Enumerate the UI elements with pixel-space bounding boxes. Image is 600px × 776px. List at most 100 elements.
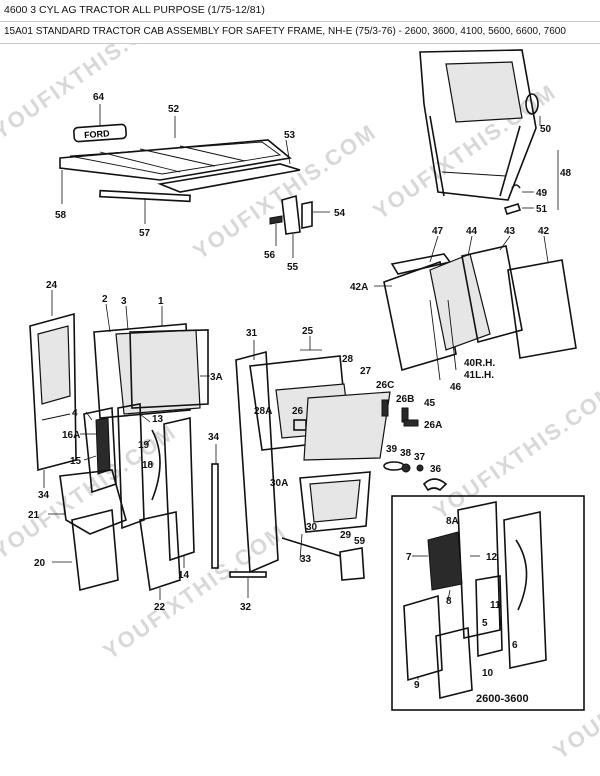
hinge-plate (301, 201, 313, 229)
window-frame-47 (383, 260, 457, 372)
inset-panel-6 (503, 511, 547, 669)
callout-20: 20 (34, 558, 46, 569)
pin-26c (381, 399, 389, 417)
corner-panel-14 (163, 417, 195, 562)
callout-50: 50 (540, 124, 552, 135)
callout-19: 19 (138, 440, 150, 451)
roof-panel-top (69, 141, 282, 175)
hinge-bolt (269, 215, 283, 225)
ford-badge-text: FORD (84, 128, 111, 140)
watermark: YOUFIXTHIS.COM (549, 619, 600, 764)
hinge-parts (269, 194, 330, 258)
callout-48: 48 (560, 168, 572, 179)
callout-11: 11 (490, 600, 501, 611)
callout-9: 9 (414, 680, 420, 691)
callout-14: 14 (178, 570, 190, 581)
bolt-37 (416, 464, 424, 472)
washer-39 (383, 461, 405, 471)
callout-26b: 26B (396, 394, 414, 405)
callout-64: 64 (93, 92, 105, 103)
callout-2: 2 (102, 294, 108, 305)
hinge-bracket (281, 194, 301, 235)
callout-54: 54 (334, 208, 346, 219)
callout-12: 12 (486, 552, 498, 563)
callout-57: 57 (139, 228, 151, 239)
callout-41lh: 41L.H. (464, 370, 494, 381)
callout-22: 22 (154, 602, 166, 613)
inset-panel-5 (475, 575, 503, 658)
callout-55: 55 (287, 262, 299, 273)
window-glass-44 (429, 253, 491, 351)
callout-36: 36 (430, 464, 442, 475)
roof-assembly: FORD (59, 104, 301, 224)
callout-34-center: 34 (208, 432, 220, 443)
left-door-24 (29, 312, 77, 472)
panel-seal-19 (151, 429, 161, 501)
callout-51: 51 (536, 204, 548, 215)
inset-frame (391, 495, 585, 711)
handle-36 (422, 478, 448, 492)
callout-42: 42 (538, 226, 550, 237)
callout-6: 6 (512, 640, 518, 651)
callout-47: 47 (432, 226, 444, 237)
callout-31: 31 (246, 328, 258, 339)
rear-window-outer (419, 49, 537, 201)
callout-30a: 30A (270, 478, 288, 489)
callout-24: 24 (46, 280, 58, 291)
windshield-glass-3 (115, 329, 201, 415)
callout-18: 18 (142, 460, 154, 471)
callout-52: 52 (168, 104, 180, 115)
ford-badge (73, 123, 127, 143)
heater-unit-15 (95, 417, 111, 475)
watermark: YOUFIXTHIS.COM (99, 519, 291, 664)
callout-4: 4 (72, 408, 78, 419)
window-frame-43 (461, 245, 523, 344)
callout-16a: 16A (62, 430, 80, 441)
door-strip-34 (211, 463, 219, 569)
callout-8a: 8A (446, 516, 459, 527)
page-subtitle: 15A01 STANDARD TRACTOR CAB ASSEMBLY FOR … (0, 22, 600, 44)
callout-3a: 3A (210, 372, 223, 383)
window-seal-42 (507, 259, 577, 359)
window-rod-45 (429, 299, 441, 381)
inset-panel-8a (457, 501, 501, 639)
floor-panel-20 (71, 508, 119, 592)
callout-45: 45 (424, 398, 436, 409)
rear-pad (503, 203, 522, 215)
callout-26: 26 (292, 406, 304, 417)
roof-liner (157, 163, 301, 193)
callout-5: 5 (482, 618, 488, 629)
callout-42a: 42A (350, 282, 368, 293)
callout-28: 28 (342, 354, 354, 365)
door-handle-59 (339, 547, 365, 581)
callout-15: 15 (70, 456, 82, 467)
callout-27: 27 (360, 366, 372, 377)
inset-seal-12 (515, 539, 528, 611)
windshield-frame-2 (93, 323, 191, 419)
callout-33: 33 (300, 554, 312, 565)
callout-53: 53 (284, 130, 296, 141)
rear-window-frame (419, 49, 559, 215)
inset-heater-7 (427, 531, 463, 591)
pin-26a (403, 419, 419, 427)
callout-56: 56 (264, 250, 276, 261)
roof-panel (59, 139, 292, 181)
inset-panel-9 (403, 594, 443, 682)
door-strip-32 (229, 571, 267, 578)
callout-26c: 26C (376, 380, 394, 391)
lower-window-glass (309, 479, 361, 523)
floor-cover-21 (59, 469, 127, 535)
center-door-assembly (211, 336, 391, 598)
lower-left-panels (48, 403, 195, 600)
page-title: 4600 3 CYL AG TRACTOR ALL PURPOSE (1/75-… (0, 0, 600, 22)
floor-panel-22 (139, 511, 181, 592)
callout-10: 10 (482, 668, 494, 679)
windshield-assembly (93, 303, 210, 419)
callout-34-left: 34 (38, 490, 50, 501)
rear-window-glass (445, 61, 523, 123)
callout-32: 32 (240, 602, 252, 613)
callout-13: 13 (152, 414, 164, 425)
callout-40rh: 40R.H. (464, 358, 495, 369)
callout-29: 29 (340, 530, 352, 541)
callout-1: 1 (158, 296, 164, 307)
